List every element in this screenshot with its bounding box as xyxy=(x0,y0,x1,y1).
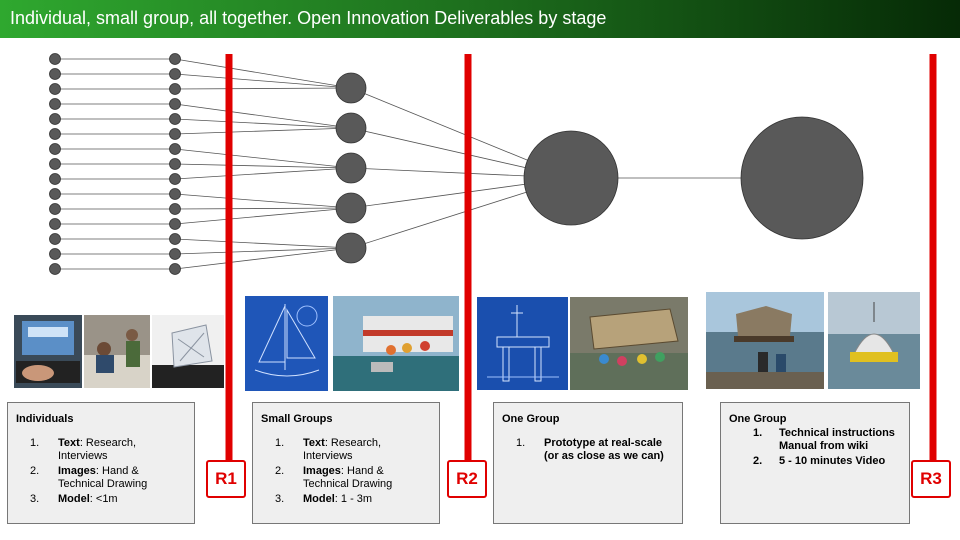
individual-node xyxy=(49,233,61,245)
small-group-node xyxy=(335,232,367,264)
individual-to-group-link xyxy=(174,207,352,225)
online-research-photo xyxy=(14,315,82,388)
one-group-list-1: 1.Prototype at real-scale (or as close a… xyxy=(502,437,674,463)
individual-node xyxy=(49,173,61,185)
sailboat-blueprint-photo xyxy=(245,296,328,391)
list-item: 1.Text: Research, Interviews xyxy=(275,437,382,462)
individual-to-group-link xyxy=(174,238,352,249)
individual-to-group-link xyxy=(174,58,352,89)
small-groups-heading: Small Groups xyxy=(261,413,333,425)
small-groups-box: Small Groups 1.Text: Research, Interview… xyxy=(252,402,440,524)
list-item: 1.Prototype at real-scale (or as close a… xyxy=(516,437,664,462)
list-item: 2.Images: Hand & Technical Drawing xyxy=(275,465,393,490)
one-group-heading-2: One Group xyxy=(729,413,787,425)
individual-to-group-link xyxy=(174,87,352,90)
hand-model-photo xyxy=(152,315,224,388)
release-bar-r3 xyxy=(929,54,937,462)
individual-to-group-link xyxy=(174,193,352,209)
individual-node xyxy=(169,53,181,65)
floating-hut-photo xyxy=(706,292,824,389)
one-group-final-node xyxy=(740,116,864,240)
individual-node xyxy=(49,158,61,170)
small-group-node xyxy=(335,192,367,224)
individual-node xyxy=(49,248,61,260)
individual-node xyxy=(49,203,61,215)
individual-node xyxy=(49,263,61,275)
list-item: 3.Model: <1m xyxy=(30,493,118,505)
individual-to-group-link xyxy=(174,247,352,270)
release-bar-r1 xyxy=(225,54,233,462)
title-bar: Individual, small group, all together. O… xyxy=(0,0,960,38)
small-groups-list: 1.Text: Research, Interviews 2.Images: H… xyxy=(261,437,431,506)
one-group-node xyxy=(523,130,619,226)
oil-rig-blueprint-photo xyxy=(477,297,568,390)
list-item: 2.Images: Hand & Technical Drawing xyxy=(30,465,148,490)
individual-node xyxy=(169,68,181,80)
individual-node xyxy=(169,158,181,170)
individual-to-group-link xyxy=(174,73,352,89)
individual-to-group-link xyxy=(174,163,352,169)
individual-node xyxy=(169,83,181,95)
individuals-box: Individuals 1.Text: Research, Interviews… xyxy=(7,402,195,524)
individual-to-group-link xyxy=(174,148,352,169)
release-bar-r2 xyxy=(464,54,472,462)
individual-to-group-link xyxy=(174,103,352,129)
list-item: 1.Text: Research, Interviews xyxy=(30,437,137,462)
individual-node xyxy=(169,128,181,140)
individual-node xyxy=(169,143,181,155)
individual-to-group-link xyxy=(174,118,352,129)
network-edges xyxy=(55,58,802,270)
list-item: 3.Model: 1 - 3m xyxy=(275,493,373,505)
individual-to-group-link xyxy=(174,127,352,135)
individual-node xyxy=(49,188,61,200)
individual-node xyxy=(49,53,61,65)
release-label-r1: R1 xyxy=(206,460,246,498)
individual-node xyxy=(169,173,181,185)
individual-node xyxy=(169,233,181,245)
list-item: 2.5 - 10 minutes Video xyxy=(753,455,886,467)
raft-lift-photo xyxy=(570,297,688,390)
network-nodes xyxy=(49,53,864,275)
small-group-node xyxy=(335,152,367,184)
list-item: 1.Technical instructions Manual from wik… xyxy=(753,427,895,452)
individual-node xyxy=(49,218,61,230)
release-bars xyxy=(225,54,937,462)
individual-node xyxy=(169,98,181,110)
page-title: Individual, small group, all together. O… xyxy=(10,8,607,28)
one-group-box-2: One Group 1.Technical instructions Manua… xyxy=(720,402,910,524)
individuals-list: 1.Text: Research, Interviews 2.Images: H… xyxy=(16,437,186,506)
individual-node xyxy=(49,83,61,95)
harbor-team-photo xyxy=(333,296,459,391)
small-group-node xyxy=(335,72,367,104)
dome-float-photo xyxy=(828,292,920,389)
individual-node xyxy=(169,113,181,125)
individual-node xyxy=(49,128,61,140)
individual-node xyxy=(169,203,181,215)
individual-node xyxy=(49,68,61,80)
release-label-r2: R2 xyxy=(447,460,487,498)
one-group-heading-1: One Group xyxy=(502,413,560,425)
individual-node xyxy=(49,98,61,110)
individual-to-group-link xyxy=(174,207,352,210)
individual-node xyxy=(49,143,61,155)
individual-to-group-link xyxy=(174,167,352,180)
one-group-box-1: One Group 1.Prototype at real-scale (or … xyxy=(493,402,683,524)
individual-to-group-link xyxy=(174,247,352,255)
individual-node xyxy=(169,248,181,260)
one-group-list-2: 1.Technical instructions Manual from wik… xyxy=(729,427,901,468)
individual-node xyxy=(49,113,61,125)
interview-photo xyxy=(84,315,150,388)
individuals-heading: Individuals xyxy=(16,413,74,425)
small-group-node xyxy=(335,112,367,144)
release-label-r3: R3 xyxy=(911,460,951,498)
individual-node xyxy=(169,263,181,275)
individual-node xyxy=(169,218,181,230)
individual-node xyxy=(169,188,181,200)
